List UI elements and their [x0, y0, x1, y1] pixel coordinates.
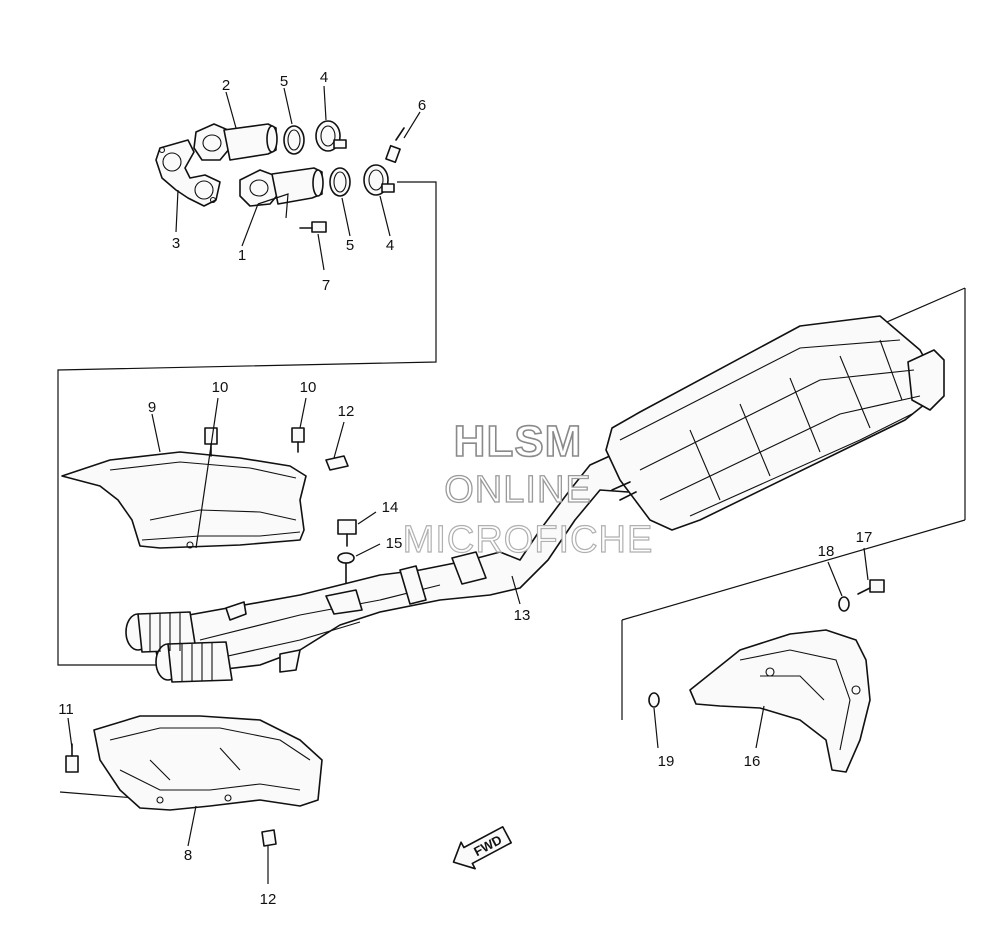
part-12-brackets	[261, 455, 349, 847]
part-2-upper-pipe	[193, 123, 278, 161]
callout-leaders	[67, 85, 869, 884]
callout-5-lower: 5	[346, 237, 354, 254]
part-3-gasket	[155, 139, 221, 207]
watermark-line-3: MICROFICHE	[403, 519, 654, 561]
watermark-line-1: HLSM	[454, 417, 583, 466]
callout-10-left: 10	[212, 379, 229, 396]
part-10-bolts	[204, 427, 305, 457]
callout-7: 7	[322, 277, 330, 294]
part-4-clamps	[315, 120, 395, 196]
callout-4-upper: 4	[320, 69, 328, 86]
part-8-lower-protector	[93, 715, 323, 811]
callout-1: 1	[238, 247, 246, 264]
callout-3: 3	[172, 235, 180, 252]
callout-labels: 2 5 4 6 3 1 5 4 7 9 10 10 12 14 15 13 11…	[58, 69, 872, 908]
part-7-bolt	[299, 221, 327, 233]
callout-6: 6	[418, 97, 426, 114]
part-13-exhaust-pipe	[125, 454, 641, 683]
part-17-bolt	[857, 579, 885, 595]
callout-17: 17	[856, 529, 873, 546]
callout-14: 14	[382, 499, 399, 516]
part-9-protector	[61, 451, 307, 549]
callout-19: 19	[658, 753, 675, 770]
callout-12-lower: 12	[260, 891, 277, 908]
callout-2: 2	[222, 77, 230, 94]
callout-12-upper: 12	[338, 403, 355, 420]
watermark-line-2: ONLINE	[444, 469, 591, 511]
part-18-washer	[838, 596, 850, 612]
fwd-direction-badge: FWD	[452, 826, 512, 870]
muffler	[605, 315, 945, 531]
part-5-gasket-rings	[283, 125, 351, 197]
callout-9: 9	[148, 399, 156, 416]
callout-4-lower: 4	[386, 237, 394, 254]
callout-8: 8	[184, 847, 192, 864]
callout-15: 15	[386, 535, 403, 552]
assembly-bracket-lines	[57, 181, 966, 801]
callout-10-right: 10	[300, 379, 317, 396]
callout-18: 18	[818, 543, 835, 560]
part-1-lower-pipe	[239, 167, 324, 207]
part-16-rear-protector	[689, 629, 871, 773]
part-14-bolt	[337, 519, 357, 547]
callout-11: 11	[58, 701, 74, 718]
callout-5-upper: 5	[280, 73, 288, 90]
callout-16: 16	[744, 753, 761, 770]
watermark: HLSM ONLINE MICROFICHE	[402, 416, 654, 561]
callout-13: 13	[514, 607, 531, 624]
part-11-bolt	[65, 743, 79, 773]
part-19-washer	[648, 692, 660, 708]
part-6-bolt	[385, 127, 405, 164]
